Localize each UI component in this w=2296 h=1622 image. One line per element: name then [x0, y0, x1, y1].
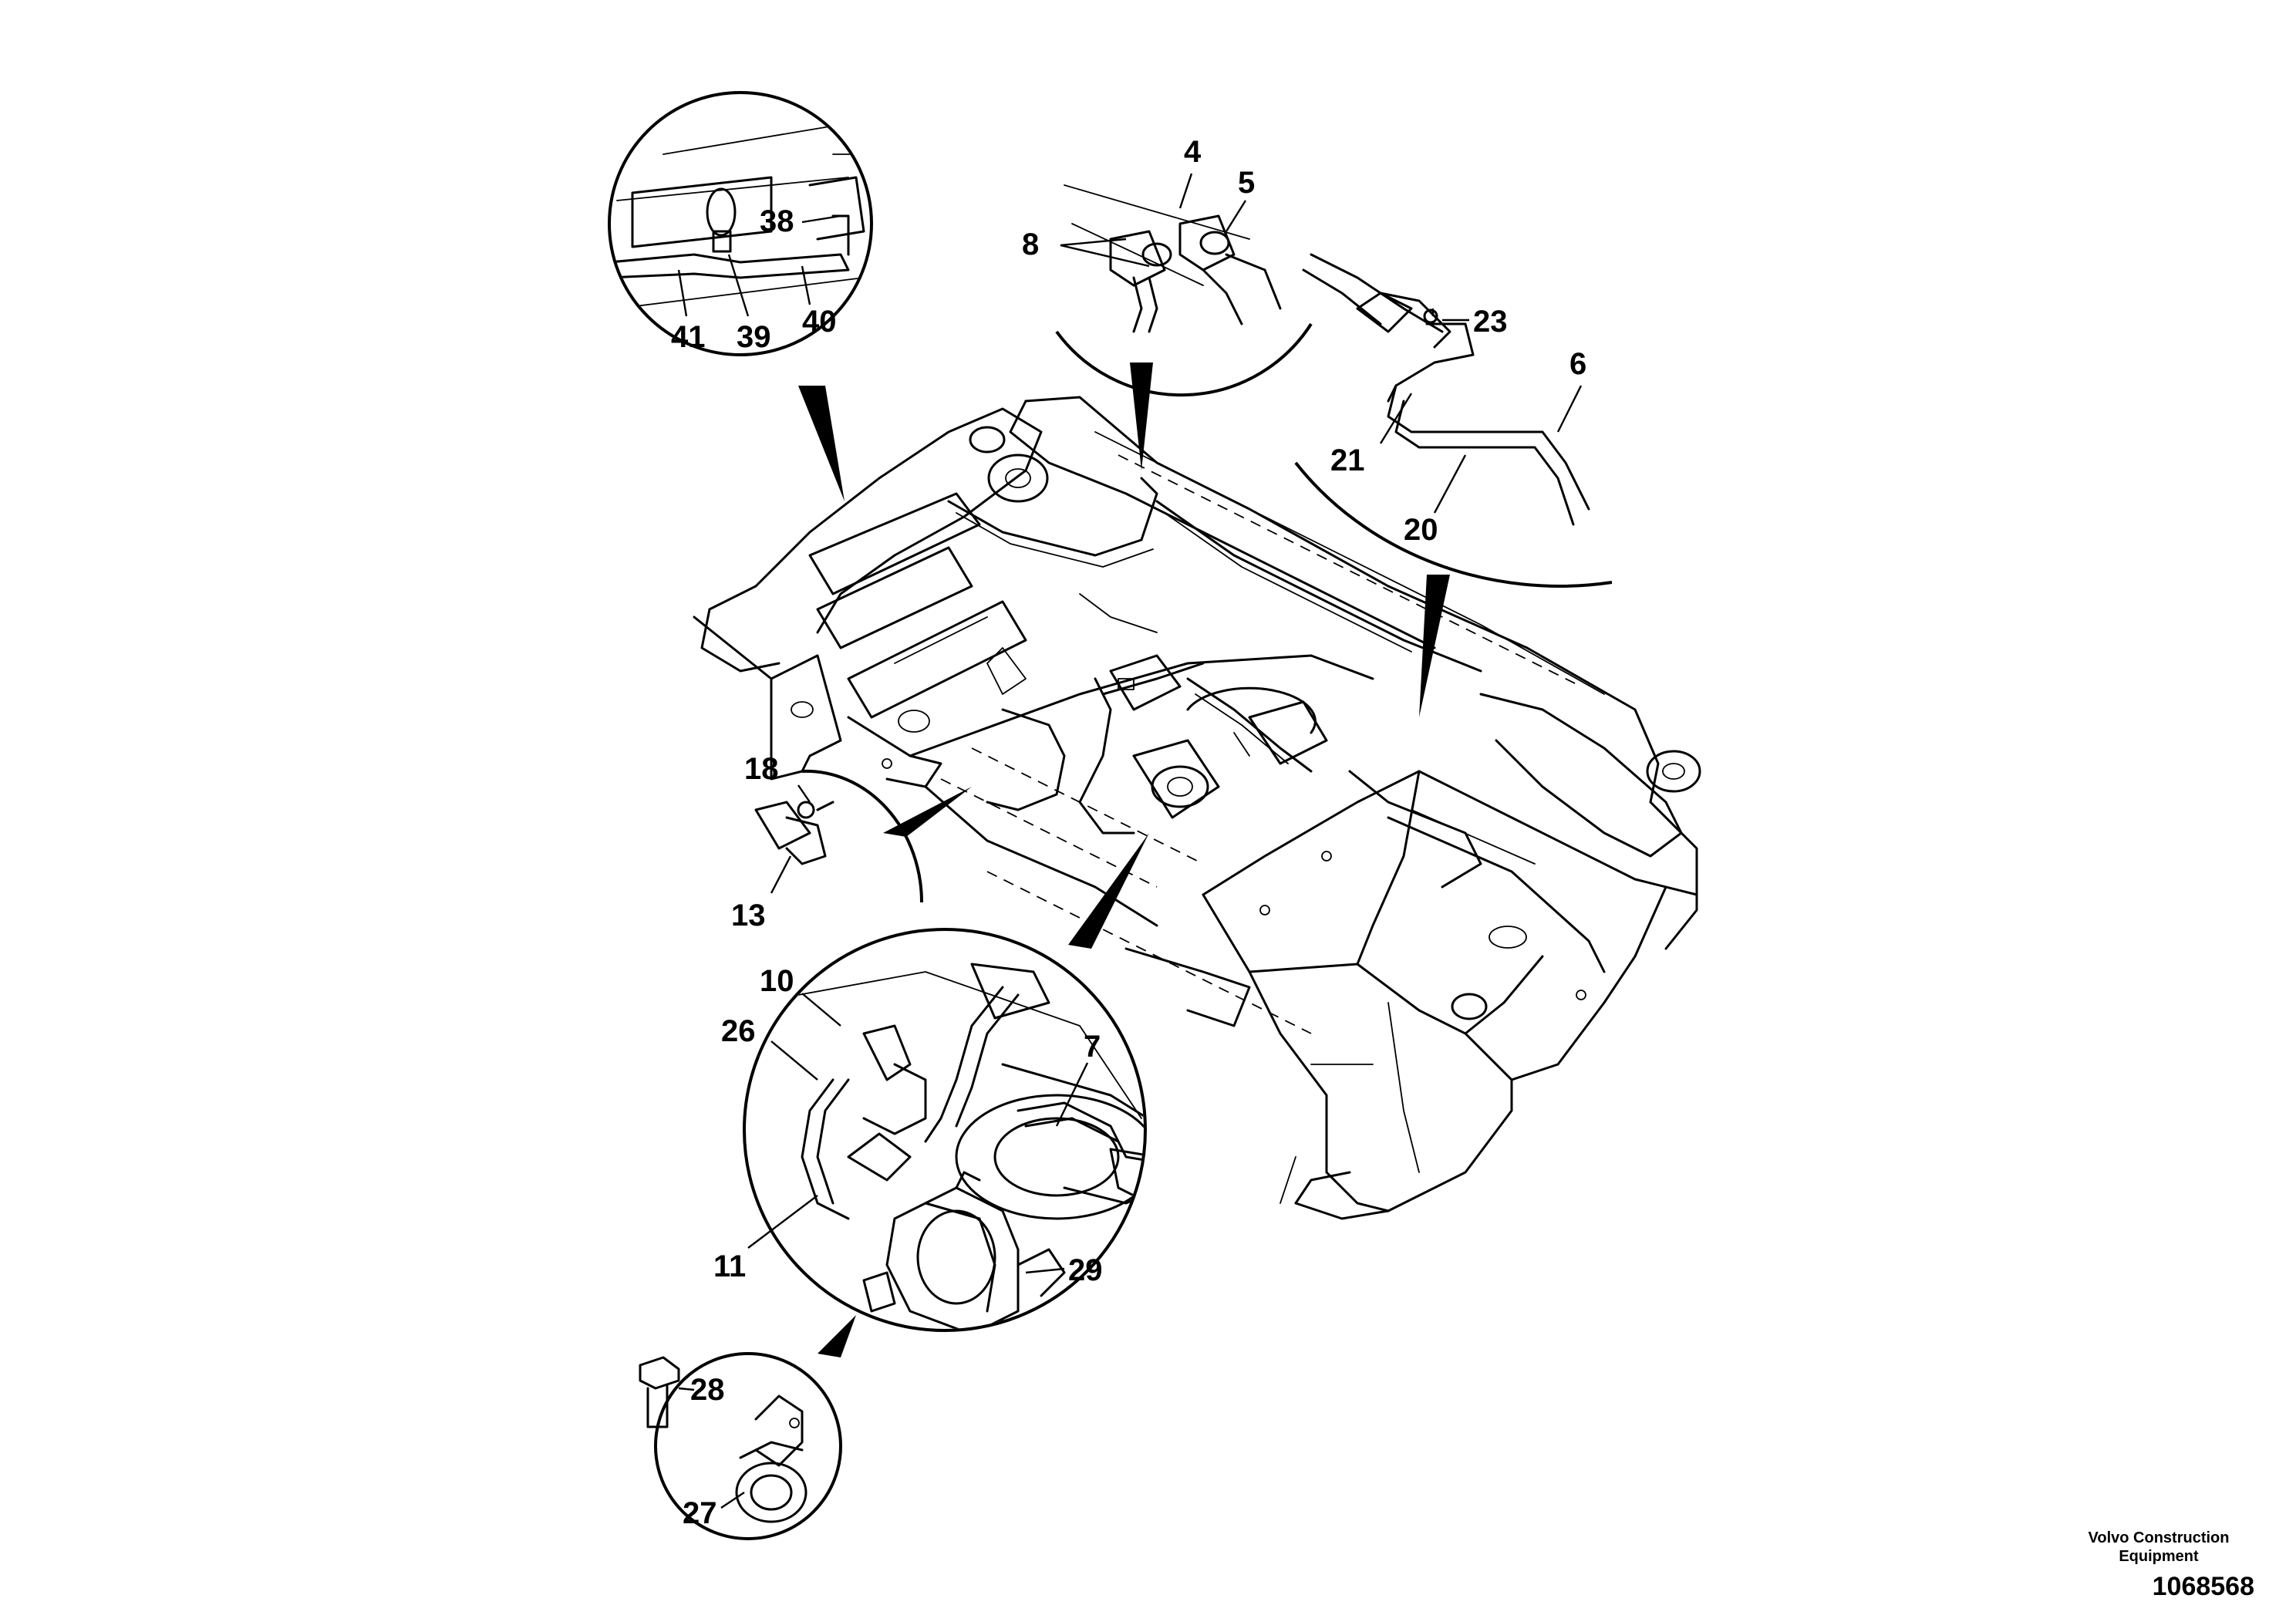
callout-4: 4	[1184, 135, 1202, 169]
callout-29: 29	[1068, 1253, 1103, 1287]
callout-20: 20	[1404, 513, 1438, 547]
callout-27: 27	[683, 1496, 717, 1530]
callout-8: 8	[1022, 228, 1039, 261]
callout-13: 13	[731, 899, 766, 932]
callout-41: 41	[671, 320, 706, 354]
callout-18: 18	[744, 752, 779, 786]
callout-10: 10	[760, 964, 794, 998]
detail-clamp-bolt	[639, 1315, 856, 1540]
detail-tee-fitting	[754, 769, 972, 903]
detail-pump-assembly	[743, 833, 1149, 1332]
callout-26: 26	[721, 1014, 756, 1048]
detail-cylinder-hoses	[608, 91, 873, 501]
callout-11: 11	[713, 1249, 746, 1283]
drawing-number: 1068568	[2152, 1572, 2254, 1601]
callout-28: 28	[690, 1373, 725, 1407]
detail-fittings-top	[1055, 173, 1313, 470]
detail-hose-clamp	[1294, 253, 1613, 717]
callout-40: 40	[802, 305, 837, 339]
callout-7: 7	[1084, 1030, 1101, 1064]
callout-39: 39	[737, 320, 771, 354]
callout-23: 23	[1473, 305, 1508, 339]
publisher-label: Volvo Construction Equipment	[2088, 1529, 2230, 1565]
callout-5: 5	[1238, 166, 1255, 200]
callout-6: 6	[1569, 347, 1586, 381]
callout-21: 21	[1330, 443, 1365, 477]
frame-hose-routing	[947, 477, 1482, 889]
callout-38: 38	[760, 204, 794, 238]
callout-labels: 4 5 8 6 23 21 20 38 41 39 40 18 13 10 26…	[671, 135, 1586, 1530]
